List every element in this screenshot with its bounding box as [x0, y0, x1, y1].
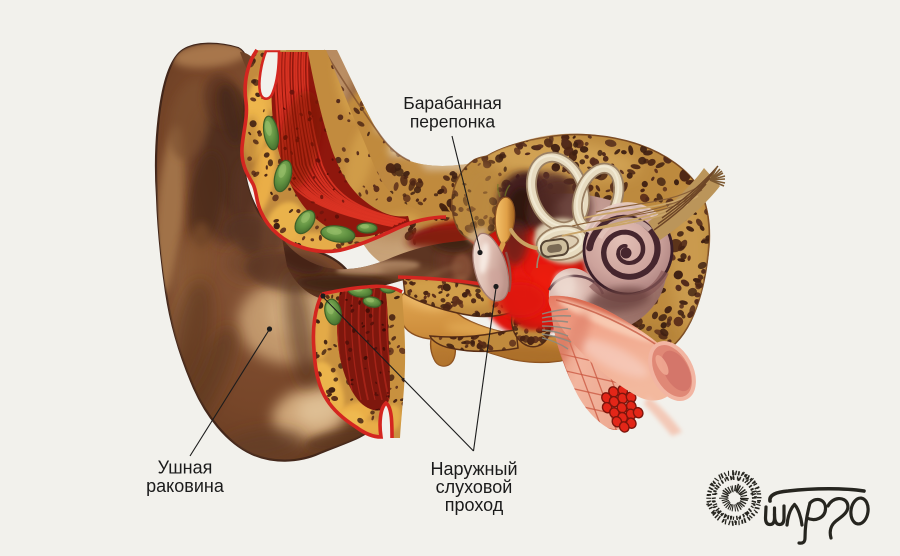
svg-text:проход: проход	[445, 495, 504, 515]
svg-text:слуховой: слуховой	[436, 477, 513, 497]
svg-text:Наружный: Наружный	[431, 459, 518, 479]
svg-text:Барабанная: Барабанная	[403, 93, 502, 113]
svg-text:Ушная: Ушная	[158, 458, 213, 478]
svg-text:перепонка: перепонка	[410, 112, 496, 132]
svg-text:раковина: раковина	[146, 476, 225, 496]
